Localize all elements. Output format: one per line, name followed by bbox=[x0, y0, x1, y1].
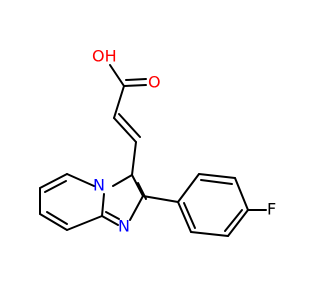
fluorophenyl-ring bbox=[142, 173, 267, 237]
hydroxyl-label: OH bbox=[92, 47, 117, 66]
bond-c2-aryl bbox=[142, 195, 179, 203]
bond-c7-c8-inner bbox=[46, 211, 68, 225]
bond-c3-n bbox=[112, 174, 133, 187]
bond-alkene-b bbox=[118, 113, 141, 138]
bond-c5-c6-inner bbox=[44, 180, 67, 193]
bond-ar-6-inner bbox=[183, 202, 196, 229]
bond-ar-5 bbox=[190, 231, 229, 237]
acrylic-acid-chain bbox=[109, 64, 147, 176]
bond-ar-4-inner bbox=[224, 209, 243, 232]
bond-c3-c2 bbox=[131, 174, 144, 197]
bond-carboxyl-alkene bbox=[113, 85, 125, 119]
imidazole-ring bbox=[101, 174, 147, 226]
chemical-structure-diagram: OH O N N F bbox=[39, 47, 276, 237]
bond-ar-6 bbox=[177, 201, 192, 233]
bond-ar-2-inner bbox=[200, 179, 233, 185]
bond-c-o-double-b bbox=[125, 78, 147, 81]
bond-alkene-to-ring bbox=[131, 141, 137, 176]
bond-n1-c8a-inner bbox=[105, 211, 120, 220]
bond-n4-c5 bbox=[66, 173, 95, 187]
bond-n1-c8a bbox=[101, 215, 119, 226]
bond-c7-c8 bbox=[39, 213, 68, 231]
fluorine-label: F bbox=[267, 200, 276, 219]
imidazole-nitrogen-label: N bbox=[118, 217, 130, 236]
bond-c-oh bbox=[109, 64, 125, 87]
carbonyl-oxygen-label: O bbox=[148, 73, 161, 92]
bond-c-o-double-a bbox=[123, 84, 147, 87]
bond-c8-c8a bbox=[66, 215, 103, 231]
bond-ar-3 bbox=[234, 177, 249, 211]
bond-c5-c6 bbox=[39, 173, 68, 189]
bond-ar-2 bbox=[198, 173, 236, 179]
bond-ar-1 bbox=[177, 173, 200, 203]
bond-c8a-n4 bbox=[101, 193, 105, 217]
bridge-nitrogen-label: N bbox=[93, 176, 105, 195]
pyridine-ring bbox=[39, 173, 103, 231]
bond-ar-4 bbox=[227, 209, 249, 237]
bond-c2-n1 bbox=[129, 195, 144, 221]
bond-alkene-a bbox=[113, 117, 137, 143]
